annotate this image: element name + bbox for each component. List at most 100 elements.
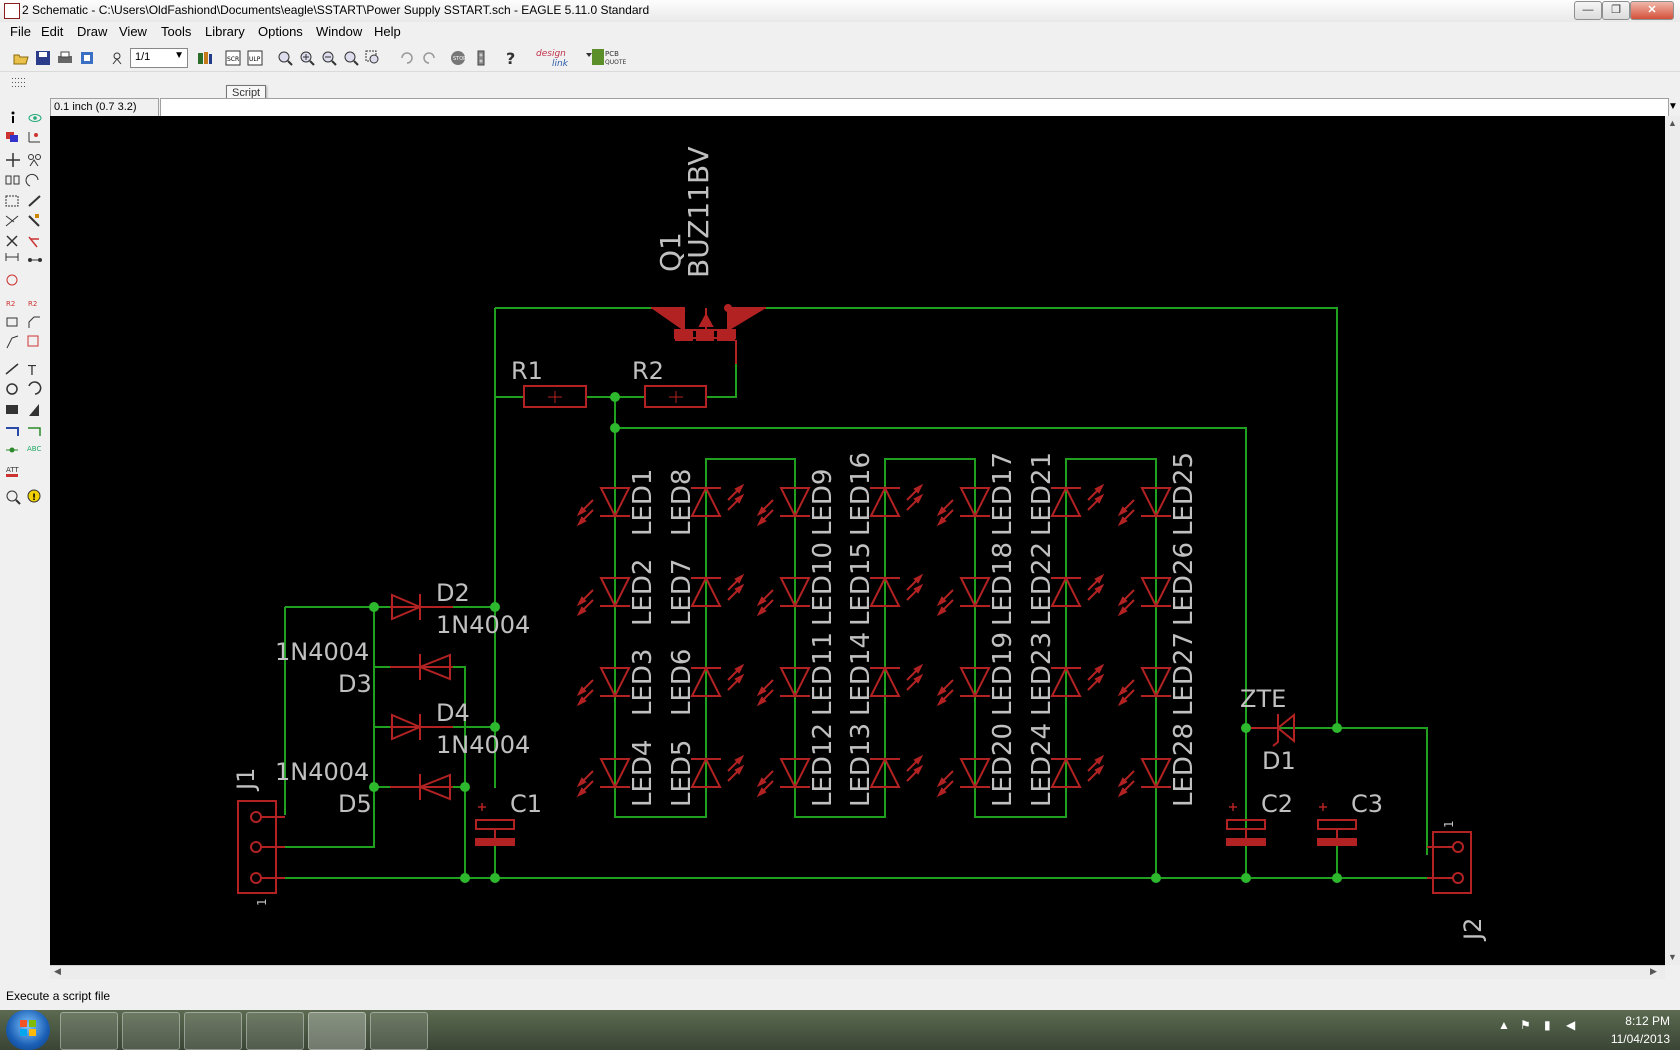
led-symbol (576, 487, 631, 527)
stop-icon[interactable]: STOP (449, 49, 467, 67)
connector-symbols (237, 800, 1472, 894)
led-symbol (1117, 667, 1172, 707)
r2-label: R2 (632, 357, 664, 385)
menu-tools[interactable]: Tools (161, 24, 192, 39)
status-bar (0, 980, 1680, 1010)
j2-pin-label: 1 (1442, 820, 1456, 828)
library-books-icon[interactable] (196, 49, 214, 67)
menu-draw[interactable]: Draw (77, 24, 108, 39)
led-symbol (756, 577, 811, 617)
start-button[interactable] (6, 1010, 50, 1050)
polygon-icon (29, 404, 39, 416)
led-symbol (1117, 758, 1172, 798)
use-library-icon[interactable] (108, 49, 126, 67)
led-symbol (756, 487, 811, 527)
redo-icon[interactable] (420, 49, 438, 67)
capacitor-symbols (475, 803, 1357, 846)
sheet-select[interactable]: 1/1▼ (130, 48, 188, 68)
led-symbol (576, 667, 631, 707)
taskbar-app-icon[interactable] (370, 1012, 428, 1050)
command-line-input[interactable] (160, 98, 1669, 117)
minimize-button[interactable]: — (1574, 1, 1602, 20)
zoom-fit-icon[interactable] (276, 49, 294, 67)
led-symbol (1050, 483, 1105, 517)
svg-text:!: ! (32, 493, 36, 503)
print-icon[interactable] (56, 49, 74, 67)
scroll-left-icon[interactable]: ◀ (54, 966, 61, 976)
cam-processor-icon[interactable] (78, 49, 96, 67)
led-label: LED17 (988, 452, 1018, 536)
schematic-canvas[interactable] (50, 116, 1665, 965)
menu-view[interactable]: View (119, 24, 147, 39)
horizontal-scrollbar[interactable] (50, 965, 1665, 979)
clock-date[interactable]: 11/04/2013 (1610, 1032, 1670, 1046)
zoom-out-icon[interactable] (320, 49, 338, 67)
led-symbol (756, 667, 811, 707)
zoom-area-icon[interactable] (364, 49, 382, 67)
tray-network-icon[interactable]: ▮ (1544, 1018, 1551, 1032)
svg-text:ATT: ATT (6, 466, 19, 474)
junction-dots (369, 392, 1342, 883)
led-label: LED21 (1027, 452, 1057, 536)
taskbar-tracker-icon[interactable] (122, 1012, 180, 1050)
group-icon (5, 195, 19, 207)
command-history-dropdown-icon[interactable]: ▼ (1668, 101, 1678, 112)
tray-flag-icon[interactable]: ⚑ (1520, 1018, 1531, 1032)
smash-icon (6, 317, 18, 327)
menu-help[interactable]: Help (374, 24, 401, 39)
ulp-icon[interactable]: ULP (246, 49, 264, 67)
value-icon: R2 (28, 300, 37, 308)
mark-icon (28, 132, 40, 143)
d2-name-label: D2 (436, 579, 470, 607)
undo-icon[interactable] (398, 49, 416, 67)
menu-file[interactable]: File (10, 24, 31, 39)
go-icon[interactable] (472, 49, 490, 67)
scroll-down-icon[interactable]: ▼ (1668, 952, 1677, 962)
svg-text:ULP: ULP (249, 56, 261, 63)
led-label: LED7 (667, 559, 697, 626)
window-title: 2 Schematic - C:\Users\OldFashiond\Docum… (22, 3, 650, 17)
led-label: LED24 (1027, 723, 1057, 807)
led-label: LED20 (988, 723, 1018, 807)
label-icon: ABC (27, 445, 41, 453)
menu-edit[interactable]: Edit (41, 24, 64, 39)
taskbar-calculator-icon[interactable] (246, 1012, 304, 1050)
taskbar-explorer-icon[interactable] (60, 1012, 118, 1050)
menu-library[interactable]: Library (205, 24, 245, 39)
script-icon[interactable]: SCR (224, 49, 242, 67)
copy-icon (28, 154, 41, 167)
tray-volume-icon[interactable]: ◀ (1566, 1018, 1576, 1032)
left-tool-icons: R2 R2 T ABC ATT ! (5, 111, 42, 505)
scroll-up-icon[interactable]: ▲ (1668, 118, 1677, 128)
taskbar-eagle-icon[interactable] (308, 1012, 366, 1050)
zoom-redraw-icon[interactable] (342, 49, 360, 67)
invoke-icon (27, 335, 39, 347)
scroll-right-icon[interactable]: ▶ (1650, 966, 1657, 976)
led-symbol (576, 577, 631, 617)
save-icon[interactable] (34, 49, 52, 67)
clock-time[interactable]: 8:12 PM (1625, 1014, 1670, 1028)
chevron-down-icon: ▼ (174, 50, 184, 61)
taskbar-chrome-icon[interactable] (184, 1012, 242, 1050)
led-symbol (1050, 754, 1105, 788)
rotate-icon (25, 173, 39, 187)
tray-expand-icon[interactable]: ▲ (1498, 1018, 1510, 1032)
menu-options[interactable]: Options (258, 24, 303, 39)
q1-name-label: Q1 (654, 232, 687, 272)
eagle-app-icon[interactable] (4, 3, 20, 19)
zoom-in-icon[interactable] (298, 49, 316, 67)
dropdown-arrow-icon[interactable] (584, 50, 594, 60)
led-symbol (869, 754, 924, 788)
grid-icon[interactable] (10, 76, 28, 92)
maximize-button[interactable]: ❐ (1602, 1, 1630, 20)
menu-window[interactable]: Window (316, 24, 363, 39)
open-icon[interactable] (12, 49, 30, 67)
svg-text:QUOTE: QUOTE (605, 59, 627, 66)
info-icon (11, 111, 15, 123)
vertical-scrollbar[interactable] (1665, 116, 1680, 965)
close-button[interactable]: ✕ (1630, 1, 1674, 20)
led-label: LED12 (808, 723, 838, 807)
help-icon[interactable]: ? (502, 49, 520, 67)
